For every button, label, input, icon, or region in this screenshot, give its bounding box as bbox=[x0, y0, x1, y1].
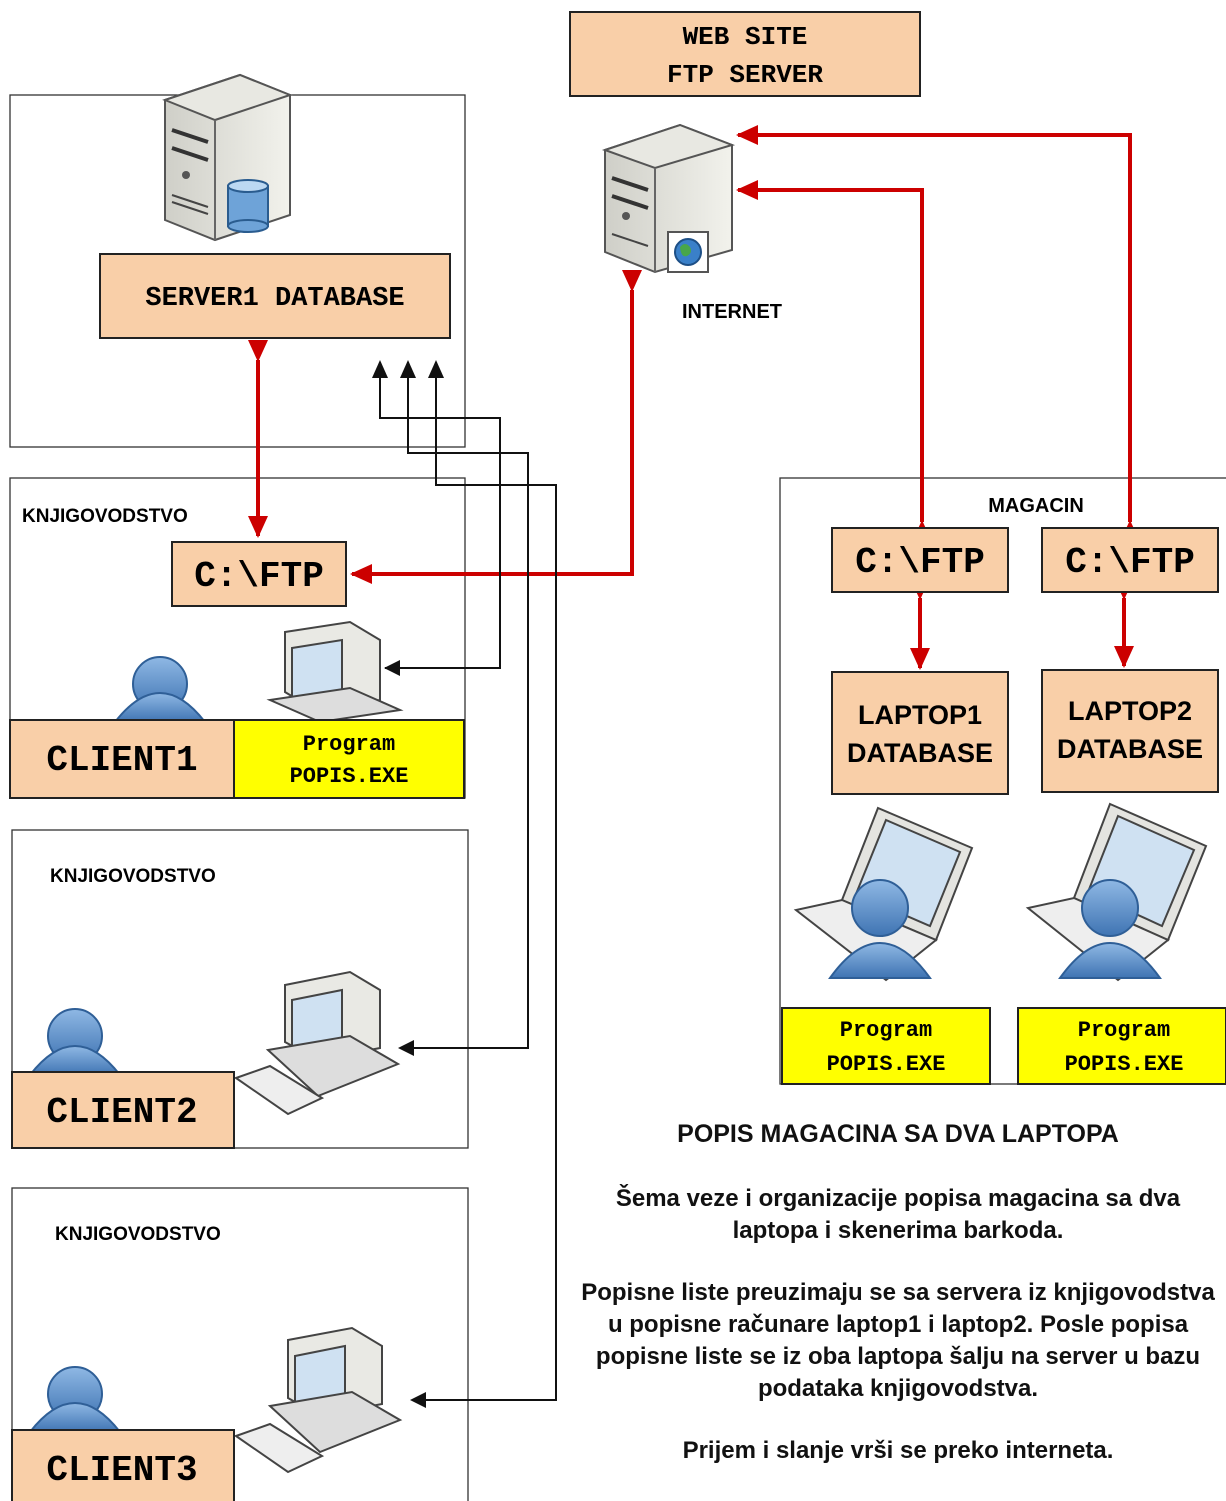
knjigovodstvo-ftp-box bbox=[171, 541, 347, 607]
internet-label: INTERNET bbox=[682, 301, 782, 323]
description-paragraph-1: Šema veze i organizacije popisa magacina… bbox=[615, 1185, 1181, 1244]
laptop2-program-box bbox=[1017, 1007, 1226, 1085]
web-site-line2: FTP SERVER bbox=[667, 60, 823, 90]
internet-server-icon bbox=[601, 123, 736, 274]
laptop1-user-icon bbox=[828, 879, 932, 979]
laptop1-program-line2: POPIS.EXE bbox=[827, 1052, 946, 1077]
client1-program-line2: POPIS.EXE bbox=[290, 764, 409, 789]
client2-person-icon bbox=[27, 1008, 123, 1076]
client1-label: CLIENT1 bbox=[46, 740, 197, 781]
client2-label: CLIENT2 bbox=[46, 1092, 197, 1133]
description-paragraph-2: Popisne liste preuzimaju se sa servera i… bbox=[581, 1279, 1215, 1402]
laptop2-program-line2: POPIS.EXE bbox=[1065, 1052, 1184, 1077]
keyboard-icon bbox=[233, 1422, 325, 1474]
laptop1-internet-link bbox=[736, 180, 932, 542]
client2-server-link bbox=[400, 360, 529, 1049]
client2-label-box bbox=[11, 1071, 235, 1149]
server1-database-label: SERVER1 DATABASE bbox=[145, 284, 404, 314]
description-title: POPIS MAGACINA SA DVA LAPTOPA bbox=[677, 1120, 1119, 1148]
keyboard-icon bbox=[233, 1064, 325, 1116]
ftp-internet-link bbox=[350, 270, 642, 584]
client3-label-box bbox=[11, 1429, 235, 1501]
client2-panel bbox=[11, 829, 469, 1149]
laptop2-db-line1: LAPTOP2 bbox=[1068, 696, 1192, 726]
laptop1-db-line2: DATABASE bbox=[847, 738, 993, 768]
client3-server-link bbox=[412, 360, 557, 1401]
description-paragraph-3: Prijem i slanje vrši se preko interneta. bbox=[682, 1437, 1114, 1464]
web-site-box bbox=[569, 11, 921, 97]
laptop1-ftp-label: C:\FTP bbox=[855, 542, 985, 583]
client1-person-icon bbox=[112, 656, 208, 723]
laptop2-database-box bbox=[1041, 669, 1219, 793]
laptop1-db-line1: LAPTOP1 bbox=[858, 700, 982, 730]
laptop1-database-box bbox=[831, 671, 1009, 795]
description-block: POPIS MAGACINA SA DVA LAPTOPA Šema veze … bbox=[578, 1120, 1218, 1497]
laptop2-ftp-box bbox=[1041, 527, 1219, 593]
knjigovodstvo-label-3: KNJIGOVODSTVO bbox=[55, 1224, 221, 1245]
laptop2-ftp-label: C:\FTP bbox=[1065, 542, 1195, 583]
client3-computer-icon bbox=[233, 1326, 403, 1474]
client1-computer-icon bbox=[266, 620, 404, 724]
client1-program-line1: Program bbox=[303, 732, 395, 757]
laptop1-program-box bbox=[781, 1007, 991, 1085]
client1-program-box bbox=[233, 719, 465, 799]
laptop1-program-line1: Program bbox=[840, 1018, 932, 1043]
client1-server-link bbox=[372, 360, 501, 669]
knjigovodstvo-label-1: KNJIGOVODSTVO bbox=[22, 506, 188, 527]
knjigovodstvo-ftp-label: C:\FTP bbox=[194, 556, 324, 597]
web-site-line1: WEB SITE bbox=[683, 22, 808, 52]
client1-label-box bbox=[9, 719, 235, 799]
laptop1-ftp-box bbox=[831, 527, 1009, 593]
laptop2-user-icon bbox=[1058, 879, 1162, 979]
laptop2-db-line2: DATABASE bbox=[1057, 734, 1203, 764]
client2-computer-icon bbox=[233, 970, 401, 1116]
laptop2-program-line1: Program bbox=[1078, 1018, 1170, 1043]
client3-person-icon bbox=[27, 1366, 123, 1433]
client3-label: CLIENT3 bbox=[46, 1450, 197, 1491]
magacin-label: MAGACIN bbox=[988, 495, 1084, 517]
laptop2-internet-link bbox=[736, 125, 1140, 542]
database-server-icon bbox=[162, 73, 293, 242]
client3-panel bbox=[11, 1187, 469, 1501]
knjigovodstvo-label-2: KNJIGOVODSTVO bbox=[50, 866, 216, 887]
database-cylinder-icon bbox=[227, 179, 269, 233]
